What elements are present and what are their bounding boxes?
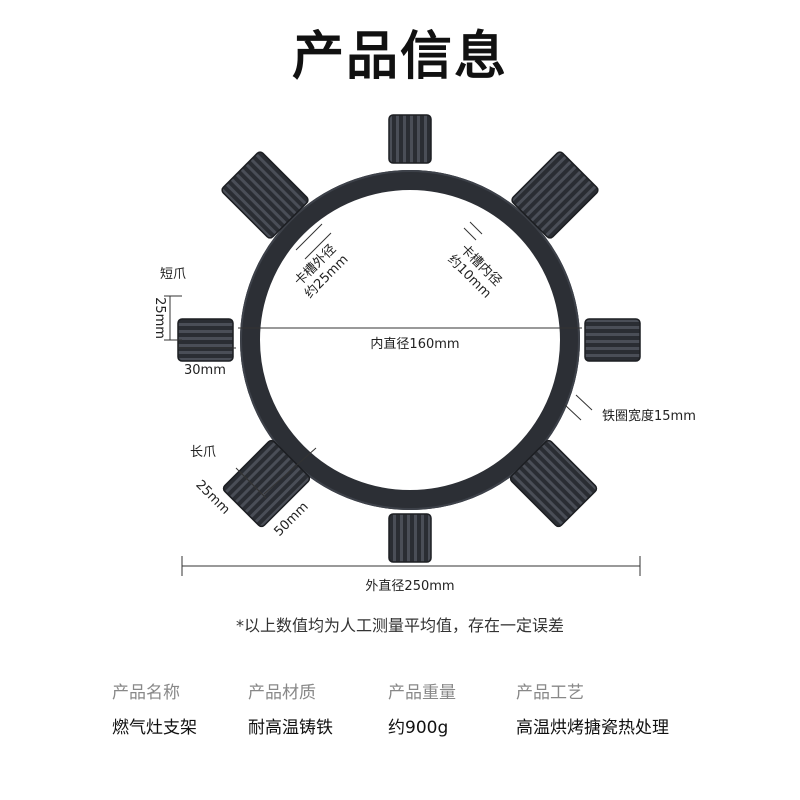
spec-weight: 产品重量 约900g: [388, 678, 456, 738]
spec-label: 产品重量: [388, 683, 456, 703]
claw-top: [388, 114, 432, 164]
ring-width-label: 铁圈宽度15mm: [602, 408, 696, 424]
spec-label: 产品工艺: [516, 683, 584, 703]
iron-ring-highlight: [240, 170, 580, 510]
spec-label: 产品名称: [112, 683, 180, 703]
spec-material: 产品材质 耐高温铸铁: [248, 678, 333, 738]
claw-bottom: [388, 513, 432, 563]
spec-process: 产品工艺 高温烘烤搪瓷热处理: [516, 678, 669, 738]
spec-value: 约900g: [388, 718, 449, 738]
claw-right: [584, 318, 641, 362]
spec-label: 产品材质: [248, 683, 316, 703]
outer-diameter-label: 外直径250mm: [365, 579, 454, 594]
short-claw-label: 短爪: [160, 267, 186, 282]
claw-top-left: [221, 151, 309, 239]
claw-left: [177, 318, 234, 362]
claw-top-right: [511, 151, 599, 239]
iron-ring: [240, 170, 580, 510]
short-claw-height: 25mm: [152, 297, 167, 339]
spec-value: 高温烘烤搪瓷热处理: [516, 718, 669, 738]
long-claw-label: 长爪: [190, 445, 216, 460]
page-title: 产品信息: [291, 27, 508, 87]
spec-name: 产品名称 燃气灶支架: [112, 678, 197, 738]
claw-bottom-left: [222, 439, 311, 528]
spec-value: 耐高温铸铁: [248, 718, 333, 738]
claw-bottom-right: [509, 439, 598, 528]
spec-value: 燃气灶支架: [112, 718, 197, 738]
short-claw-width: 30mm: [184, 363, 226, 378]
measurement-note: *以上数值均为人工测量平均值，存在一定误差: [235, 616, 564, 635]
inner-diameter-label: 内直径160mm: [370, 336, 459, 352]
